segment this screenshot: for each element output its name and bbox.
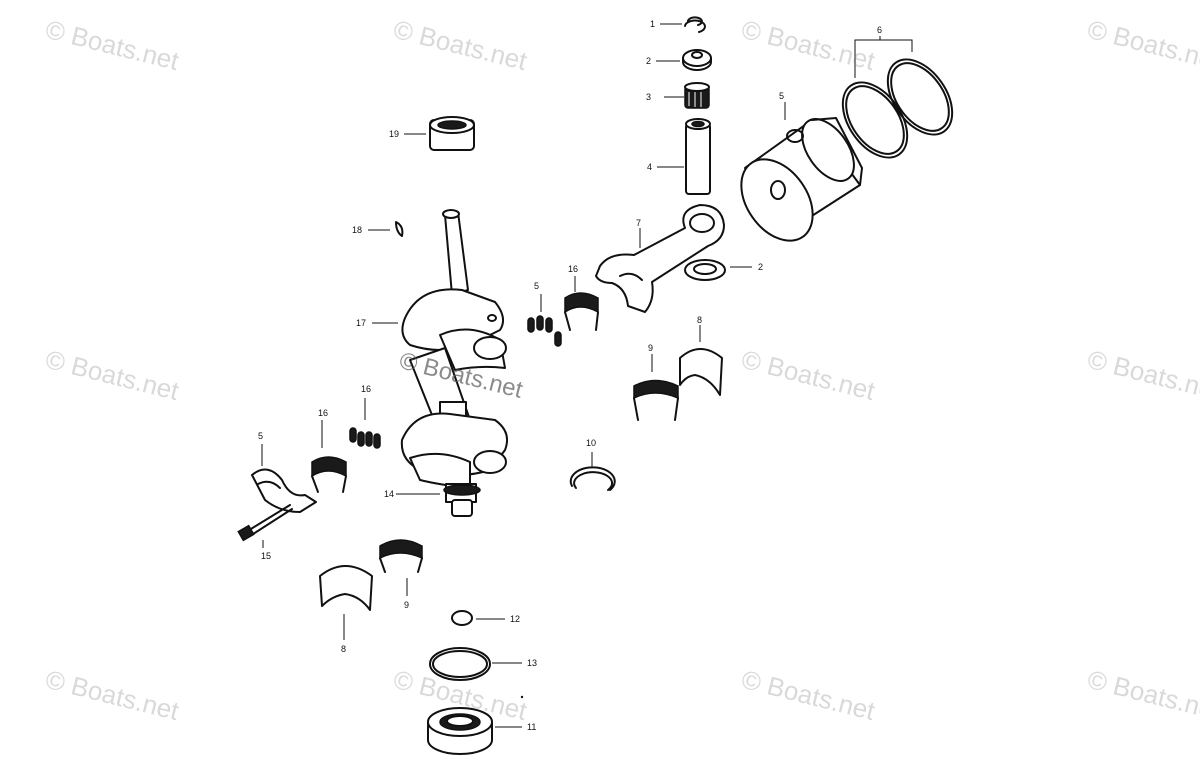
part-upper-bearing [429,116,475,151]
part-o-ring-large [429,647,491,681]
callout-12: 12 [510,614,520,624]
callout-17: 17 [356,318,366,328]
part-lower-ball-bearing [427,707,493,755]
part-retaining-clip [684,16,706,33]
part-bearing-half-lower [379,539,423,573]
callout-19: 19 [389,129,399,139]
callout-2: 2 [646,56,651,66]
callout-11: 11 [527,722,536,732]
callout-10: 10 [586,438,596,448]
part-piston-pin-needle-bearing [684,82,710,109]
part-bearing-cage-lower [311,456,347,493]
callout-5: 7 [636,218,641,228]
part-bearing-half-right [633,379,679,421]
part-piston [740,117,863,242]
part-bearing-race-lower [319,565,373,611]
callout-6: 5 [779,91,784,101]
callout-16b: 5 [534,281,539,291]
part-loose-needles-upper [527,315,562,347]
part-woodruff-key [395,221,404,237]
leader-7 [854,39,913,78]
part-retaining-ring [569,466,616,491]
callout-14: 14 [384,489,394,499]
callout-16c: 16 [361,384,371,394]
part-cap-screw [237,504,293,542]
callout-16d: 16 [318,408,328,418]
part-bearing-cage-rod [564,292,599,331]
callout-15: 15 [261,551,271,561]
callout-8b: 8 [341,644,346,654]
part-bearing-race-right [679,348,723,396]
callout-2b: 2 [758,262,763,272]
part-piston-pin [685,118,711,195]
callout-18: 18 [352,225,362,235]
callout-9a: 9 [648,343,653,353]
stray-mark [520,695,524,699]
callout-3: 3 [646,92,651,102]
callout-4: 4 [647,162,652,172]
part-rod-cap [251,468,317,513]
part-thrust-washer-top [682,49,712,71]
part-thrust-washer-lower [684,259,726,281]
callout-5b: 5 [258,431,263,441]
callout-13: 13 [527,658,537,668]
part-piston-rings [841,58,954,159]
part-crank-seal-ring [443,484,481,496]
part-o-ring-small [451,610,473,626]
callout-9b: 9 [404,600,409,610]
part-connecting-rod [595,204,725,313]
part-crankshaft [400,209,508,517]
callout-16a: 16 [568,264,578,274]
part-loose-needles-lower [349,427,381,449]
callout-7: 6 [877,25,882,35]
callout-8a: 8 [697,315,702,325]
callout-1: 1 [650,19,655,29]
